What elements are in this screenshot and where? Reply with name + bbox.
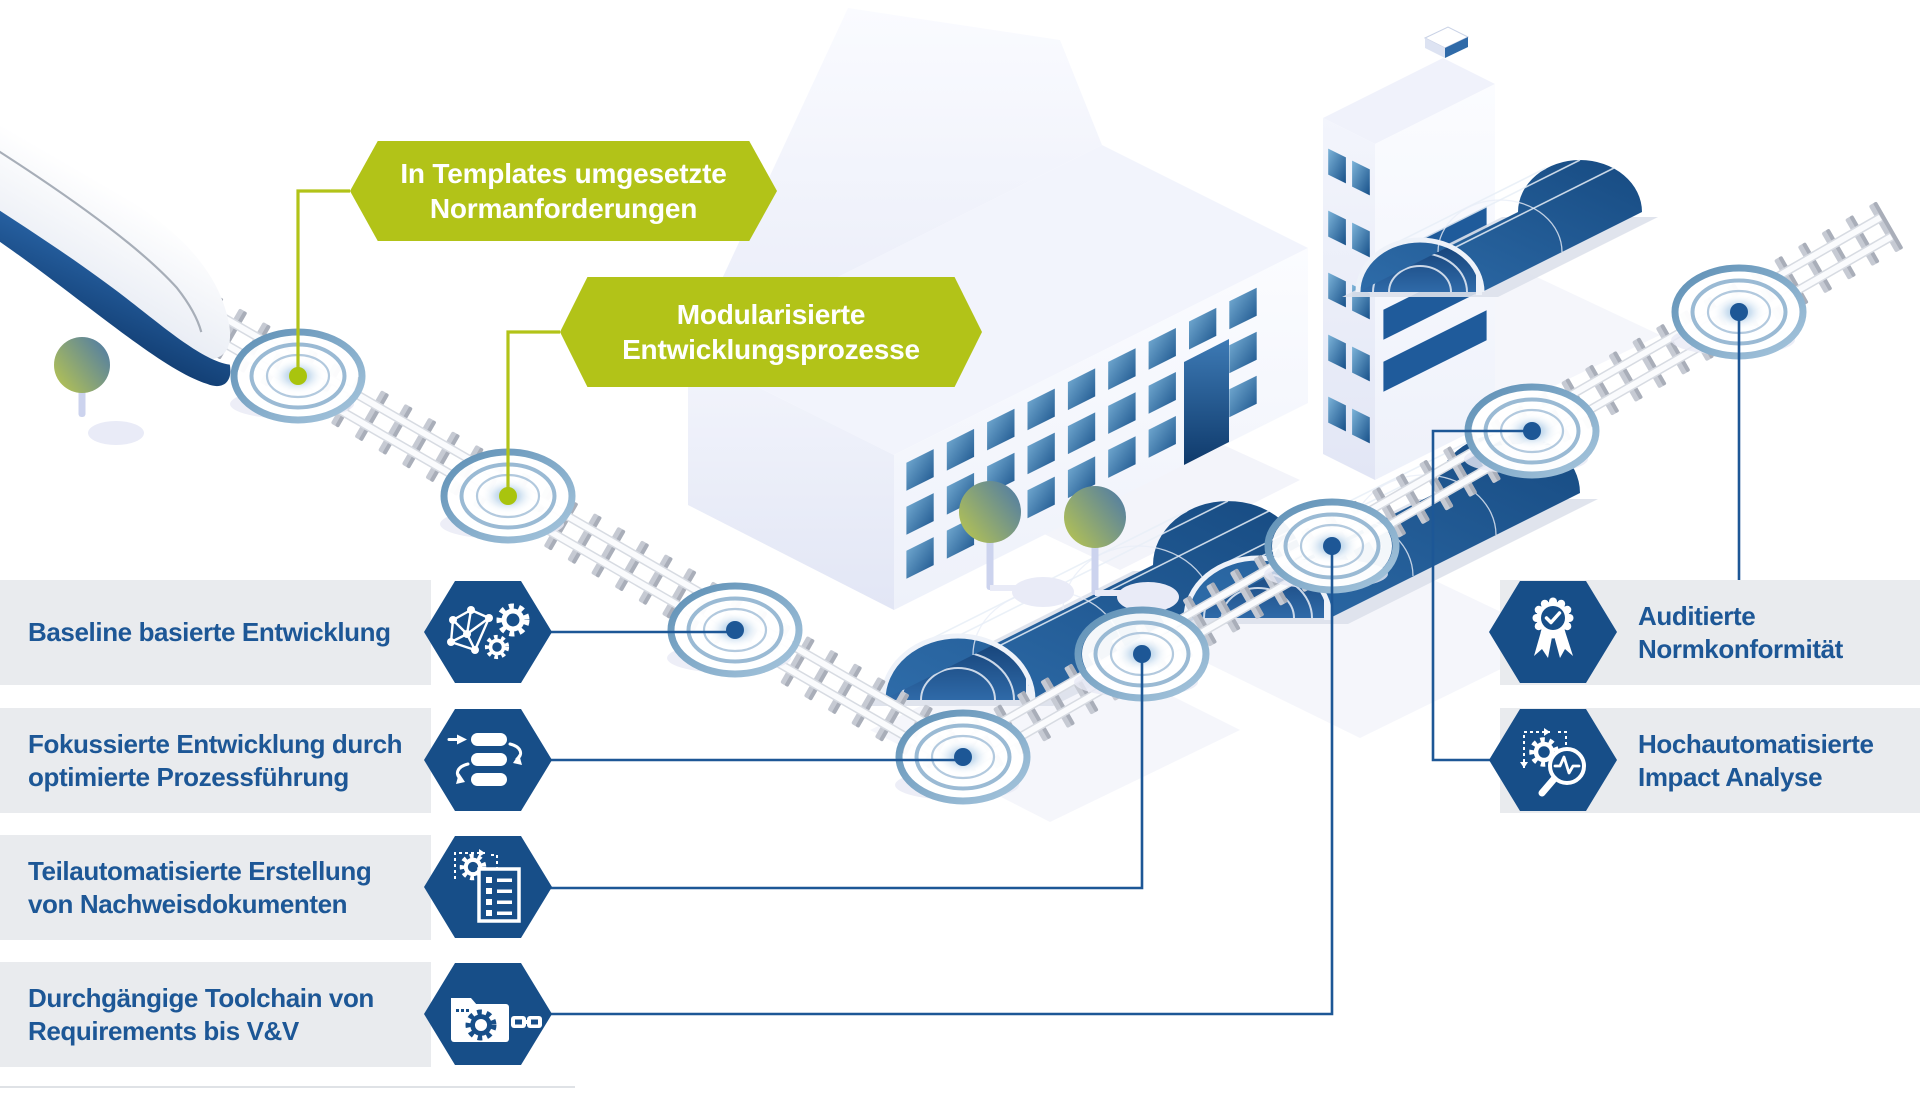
impact-analysis-icon: [1489, 709, 1617, 811]
label-line: von Nachweisdokumenten: [28, 888, 348, 919]
automated-document-icon: [424, 836, 552, 938]
rooftop-ac-unit: [1423, 26, 1470, 58]
label-line: Impact Analyse: [1638, 761, 1823, 792]
building-door: [1184, 339, 1229, 465]
label-line: Normkonformität: [1638, 633, 1843, 664]
connector-line-blue: [548, 654, 1144, 890]
trees: [54, 337, 1179, 612]
feature-label-evidence-documents: Teilautomatisierte Erstellung von Nachwe…: [28, 835, 428, 940]
label-line: Requirements bis V&V: [28, 1015, 299, 1046]
connector-line-green: [296, 189, 350, 376]
feature-label-impact-analysis: Hochautomatisierte Impact Analyse: [1638, 708, 1918, 813]
platform-canopy-top: [1342, 159, 1658, 297]
feature-label-toolchain: Durchgängige Toolchain von Requirements …: [28, 962, 428, 1067]
network-gears-icon: [424, 581, 552, 683]
connector-line-green: [506, 330, 560, 496]
feature-label-baseline: Baseline basierte Entwicklung: [28, 580, 428, 685]
label-line: Hochautomatisierte: [1638, 729, 1874, 760]
label-band: [0, 835, 431, 940]
connector-line-blue: [548, 546, 1334, 1016]
label-line: Teilautomatisierte Erstellung: [28, 856, 372, 887]
connector-line-blue: [1431, 429, 1532, 762]
badge-line: Modularisierte: [676, 299, 866, 330]
label-line: Auditierte: [1638, 601, 1756, 632]
badge-line: In Templates umgesetzte: [400, 158, 727, 189]
label-band: [0, 962, 431, 1067]
milestone-badge-templates: In Templates umgesetzte Normanforderunge…: [350, 141, 777, 241]
certificate-ribbon-icon: [1489, 581, 1617, 683]
label-line: Durchgängige Toolchain von: [28, 983, 374, 1014]
label-line: Fokussierte Entwicklung durch: [28, 729, 403, 760]
label-band: [0, 580, 431, 685]
process-flow-icon: [424, 709, 552, 811]
milestone-badge-processes: Modularisierte Entwicklungsprozesse: [560, 277, 982, 387]
label-line: Baseline basierte Entwicklung: [28, 617, 391, 648]
tree: [959, 481, 1074, 607]
toolchain-folder-icon: [424, 963, 552, 1065]
bottom-divider: [0, 1086, 575, 1088]
badge-line: Normanforderungen: [429, 193, 698, 224]
express-train: EXPRESS: [0, 11, 231, 387]
tree: [54, 337, 144, 445]
label-line: optimierte Prozessführung: [28, 761, 349, 792]
marker-dots: [289, 303, 1748, 766]
badge-line: Entwicklungsprozesse: [622, 334, 920, 365]
feature-label-audited-conformity: Auditierte Normkonformität: [1638, 580, 1918, 685]
tree: [1064, 486, 1179, 612]
label-band: [0, 708, 431, 813]
feature-label-focused-development: Fokussierte Entwicklung durch optimierte…: [28, 708, 428, 813]
